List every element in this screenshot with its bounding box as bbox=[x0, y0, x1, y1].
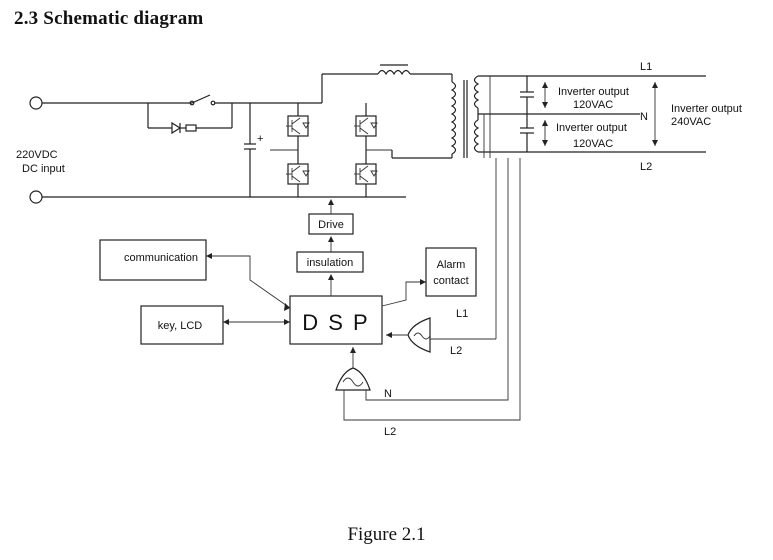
key-lcd-block bbox=[140, 305, 224, 345]
n-sense-label: N bbox=[384, 388, 392, 400]
l2-sense-label: L2 bbox=[450, 345, 462, 357]
communication-block bbox=[99, 239, 207, 281]
output-capacitor-upper bbox=[520, 76, 534, 114]
n-output-label: N bbox=[640, 111, 648, 123]
vac-240-label: 240VAC bbox=[671, 116, 711, 128]
dc-negative-terminal bbox=[29, 190, 43, 204]
l1-output-label: L1 bbox=[640, 61, 652, 73]
transformer-secondary-upper bbox=[473, 75, 480, 109]
alarm-contact-block bbox=[425, 247, 477, 297]
igbt-q2 bbox=[286, 163, 310, 185]
output-capacitor-lower bbox=[520, 114, 534, 152]
communication-label: communication bbox=[124, 252, 198, 264]
lower-voltage-arrow bbox=[542, 120, 548, 146]
control-wiring bbox=[206, 199, 426, 325]
section-title: 2.3 Schematic diagram bbox=[14, 8, 204, 29]
dc-positive-terminal bbox=[29, 96, 43, 110]
inverter-output-upper-label: Inverter output bbox=[558, 86, 629, 98]
transformer-primary bbox=[450, 81, 457, 155]
igbt-q4 bbox=[354, 163, 378, 185]
contact-label: contact bbox=[433, 275, 468, 287]
insulation-label: insulation bbox=[307, 257, 353, 269]
dc-input-label: DC input bbox=[22, 163, 65, 175]
input-switch-branch bbox=[42, 94, 322, 135]
input-switch bbox=[191, 94, 211, 104]
alarm-label: Alarm bbox=[437, 259, 466, 271]
l1-sense-label: L1 bbox=[456, 308, 468, 320]
total-voltage-arrow bbox=[652, 82, 658, 146]
l2-bottom-label: L2 bbox=[384, 426, 396, 438]
l2-output-label: L2 bbox=[640, 161, 652, 173]
igbt-q1 bbox=[286, 115, 310, 137]
vac-120-lower-label: 120VAC bbox=[573, 138, 613, 150]
upper-voltage-arrow bbox=[542, 82, 548, 108]
precharge-resistor bbox=[185, 124, 197, 132]
dsp-label: D S P bbox=[302, 310, 369, 335]
transformer-secondary-lower bbox=[473, 119, 480, 153]
current-sensor: L1 L2 bbox=[386, 158, 497, 357]
precharge-diode bbox=[171, 121, 182, 135]
voltage-sensor: N L2 bbox=[335, 158, 521, 438]
figure-caption: Figure 2.1 bbox=[347, 524, 426, 545]
filter-inductor bbox=[377, 69, 411, 76]
vac-120-upper-label: 120VAC bbox=[573, 99, 613, 111]
igbt-q3 bbox=[354, 115, 378, 137]
capacitor-plus-label: + bbox=[257, 133, 263, 145]
insulation-block bbox=[296, 251, 364, 273]
key-lcd-label: key, LCD bbox=[158, 320, 202, 332]
inverter-output-lower-label: Inverter output bbox=[556, 122, 627, 134]
dc-link-capacitor: + bbox=[244, 103, 263, 197]
dsp-block bbox=[289, 295, 383, 345]
dc-input-voltage-label: 220VDC bbox=[16, 149, 58, 161]
inverter-output-total-label: Inverter output bbox=[671, 103, 742, 115]
drive-label: Drive bbox=[318, 219, 344, 231]
